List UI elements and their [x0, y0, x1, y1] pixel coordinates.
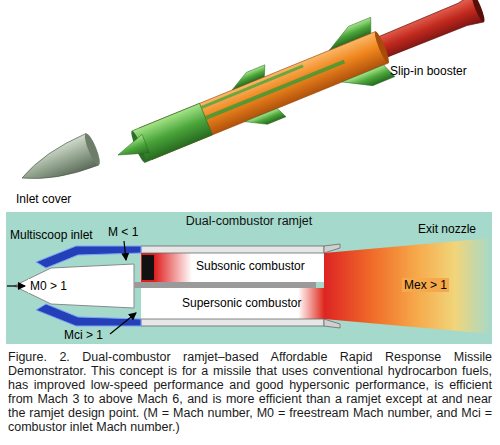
part-label: Slip-in booster — [390, 64, 467, 78]
part-label: Multiscoop inlet — [10, 228, 93, 242]
mach-label: Mci > 1 — [64, 328, 103, 342]
part-label: Supersonic combustor — [182, 296, 301, 310]
mach-label: M < 1 — [108, 225, 138, 239]
mach-label: M0 > 1 — [28, 279, 69, 293]
part-label: Exit nozzle — [418, 222, 476, 236]
part-label: Inlet cover — [16, 192, 71, 206]
part-label: Subsonic combustor — [196, 259, 305, 273]
mach-label: Mex > 1 — [402, 278, 449, 292]
figure-caption: Figure. 2. Dual-combustor ramjet–based A… — [8, 350, 492, 434]
